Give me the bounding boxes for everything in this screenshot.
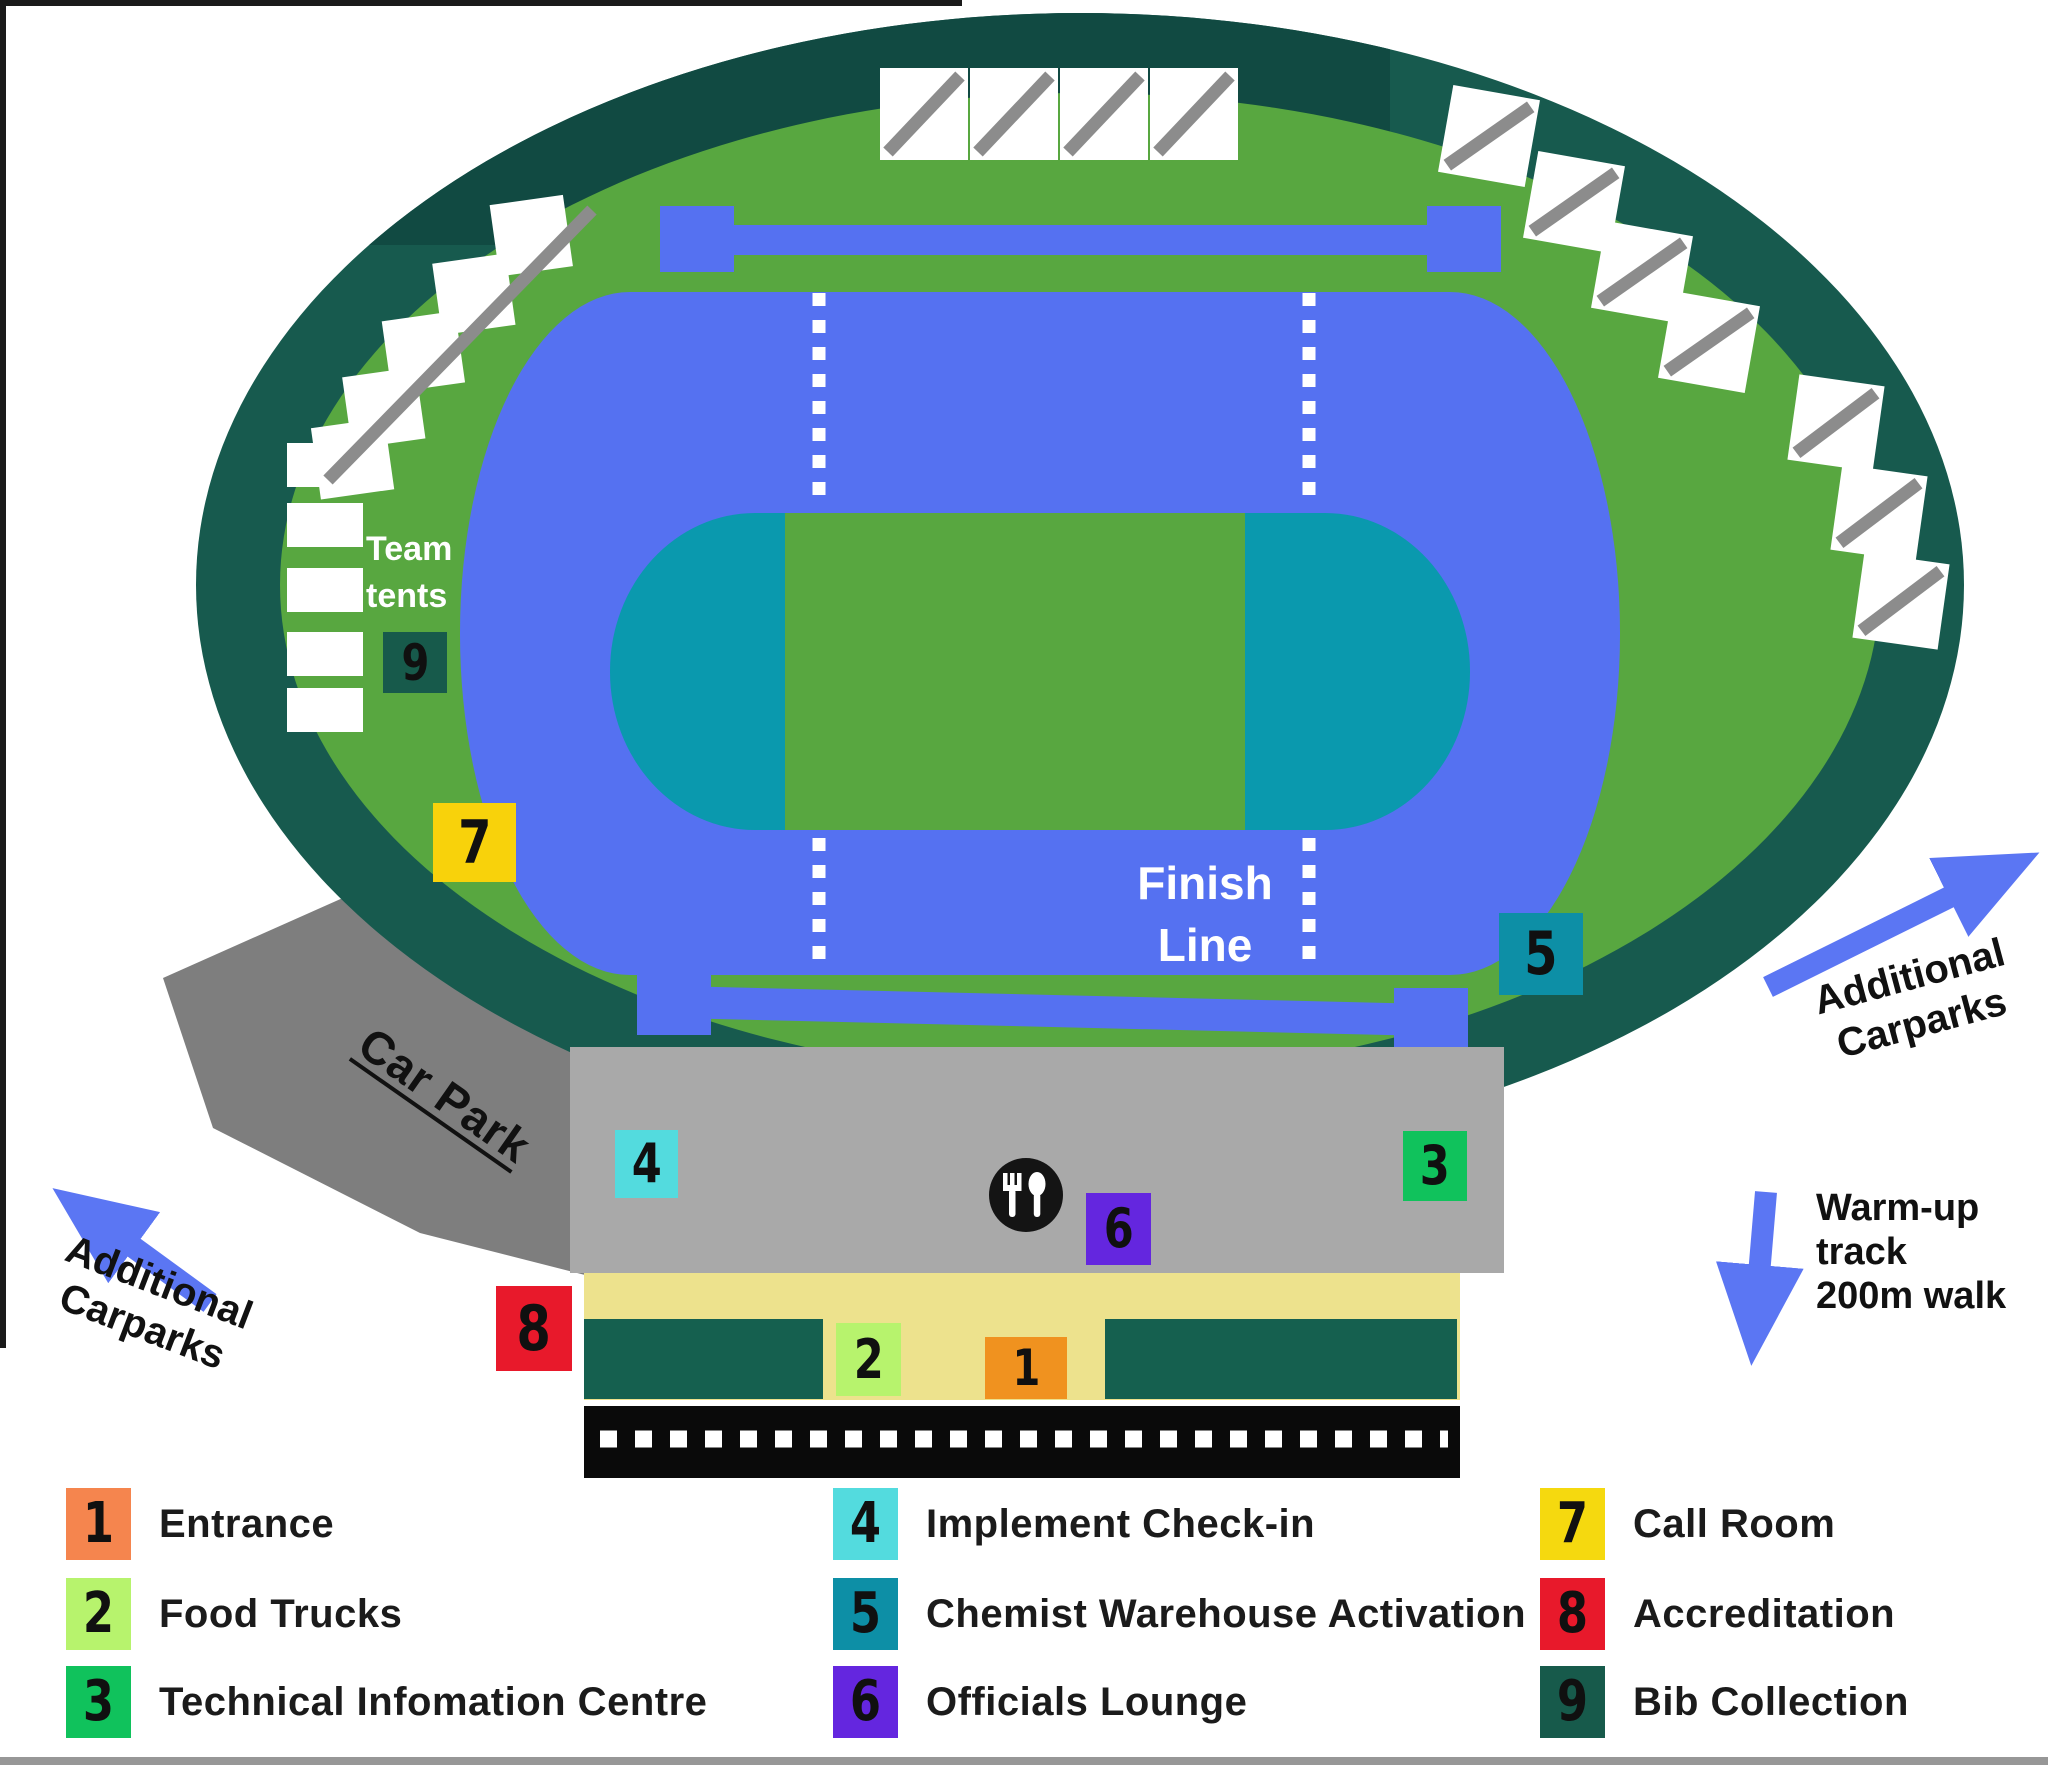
grandstand-tents-top bbox=[880, 68, 1238, 160]
grandstand-tents-left bbox=[310, 194, 597, 500]
track-dotted-lines bbox=[812, 293, 1316, 968]
road bbox=[584, 1406, 1460, 1478]
running-track bbox=[460, 292, 1620, 975]
infield-green bbox=[785, 513, 1245, 830]
food-icon bbox=[989, 1158, 1063, 1232]
additional-carparks-left-arrow bbox=[52, 1188, 217, 1312]
warmup-track-arrow bbox=[1715, 1191, 1804, 1366]
grandstand-tents-right bbox=[1438, 85, 1950, 650]
food-court-strip bbox=[584, 1273, 1460, 1400]
direction-arrows bbox=[52, 852, 2040, 1366]
additional-carparks-right-arrow bbox=[1763, 852, 2040, 997]
